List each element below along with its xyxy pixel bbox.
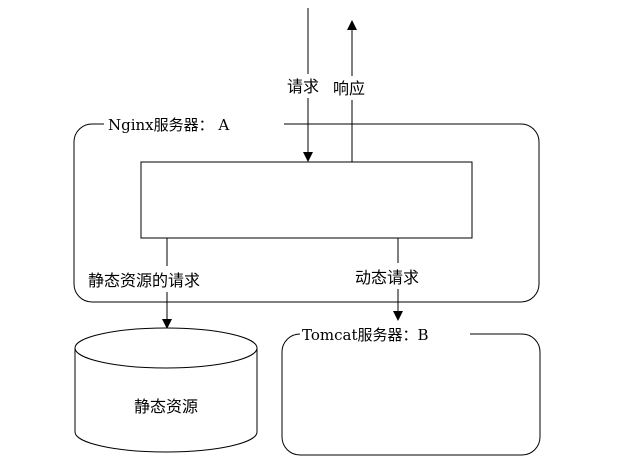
response-label: 响应 <box>333 79 365 98</box>
dynamic-request-label: 动态请求 <box>355 268 419 287</box>
nginx-label-gap <box>104 114 284 134</box>
response-label-gap <box>332 76 378 100</box>
nginx-server-box <box>73 123 540 303</box>
nginx-server-label: Nginx服务器： A <box>108 116 229 134</box>
request-label: 请求 <box>287 77 319 96</box>
request-label-gap <box>286 74 330 98</box>
nginx-inner-box <box>140 161 473 239</box>
static-request-label: 静态资源的请求 <box>88 271 200 290</box>
static-resource-cylinder <box>74 327 258 453</box>
dynamic-request-label-gap <box>352 263 446 289</box>
static-request-label-gap <box>86 266 246 292</box>
tomcat-server-box <box>281 333 541 456</box>
tomcat-server-label: Tomcat服务器：B <box>302 326 429 344</box>
static-resource-label: 静态资源 <box>134 397 198 416</box>
tomcat-label-gap <box>300 324 470 344</box>
